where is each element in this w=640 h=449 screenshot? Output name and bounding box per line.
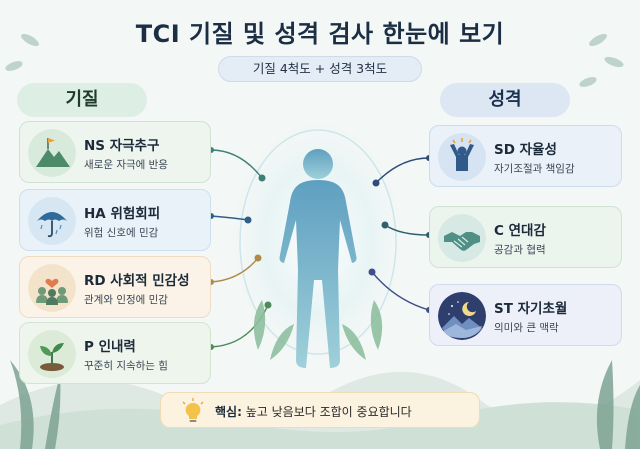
page-title: TCI 기질 및 성격 검사 한눈에 보기: [135, 20, 505, 48]
umbrella-rain-icon: [28, 197, 76, 245]
card-sd-desc: 자기조절과 책임감: [494, 163, 575, 175]
character-heading: 성격: [440, 83, 570, 117]
key-point-box: 핵심: 높고 낮음보다 조합이 중요합니다: [160, 392, 480, 428]
people-heart-icon: [28, 264, 76, 312]
card-c: C 연대감 공감과 협력: [429, 206, 622, 268]
card-c-title: C 연대감: [494, 223, 546, 239]
card-st-title: ST 자기초월: [494, 301, 568, 317]
card-rd: RD 사회적 민감성 관계와 인정에 민감: [19, 256, 211, 318]
subtitle-badge: 기질 4척도 + 성격 3척도: [218, 56, 422, 82]
card-st-desc: 의미와 큰 맥락: [494, 322, 559, 334]
mountain-flag-icon: [28, 129, 76, 177]
card-ns-desc: 새로운 자극에 반응: [84, 159, 168, 171]
card-ns: NS 자극추구 새로운 자극에 반응: [19, 121, 211, 183]
card-c-desc: 공감과 협력: [494, 244, 546, 256]
moon-stars-mountain-icon: [438, 292, 486, 340]
card-p: P 인내력 꾸준히 지속하는 힘: [19, 322, 211, 384]
connector-rd: [210, 257, 259, 283]
card-p-desc: 꾸준히 지속하는 힘: [84, 360, 168, 372]
connector-st: [371, 271, 430, 311]
card-rd-desc: 관계와 인정에 민감: [84, 294, 168, 306]
temperament-heading: 기질: [17, 83, 147, 117]
card-sd: SD 자율성 자기조절과 책임감: [429, 125, 622, 187]
key-point-label: 핵심:: [215, 405, 242, 419]
connector-sd: [375, 157, 430, 184]
card-ha-desc: 위험 신호에 민감: [84, 227, 159, 239]
card-ha: HA 위험회피 위험 신호에 민감: [19, 189, 211, 251]
handshake-icon: [438, 214, 486, 262]
card-sd-title: SD 자율성: [494, 142, 557, 158]
sprout-icon: [28, 330, 76, 378]
card-rd-title: RD 사회적 민감성: [84, 273, 190, 289]
connector-ns: [210, 149, 263, 179]
card-p-title: P 인내력: [84, 339, 136, 355]
card-ns-title: NS 자극추구: [84, 138, 160, 154]
person-raised-arms-icon: [438, 133, 486, 181]
card-st: ST 자기초월 의미와 큰 맥락: [429, 284, 622, 346]
lightbulb-icon: [182, 398, 204, 422]
human-figure-icon: [253, 149, 383, 368]
card-ha-title: HA 위험회피: [84, 206, 161, 222]
key-point-text: 높고 낮음보다 조합이 중요합니다: [245, 405, 412, 419]
